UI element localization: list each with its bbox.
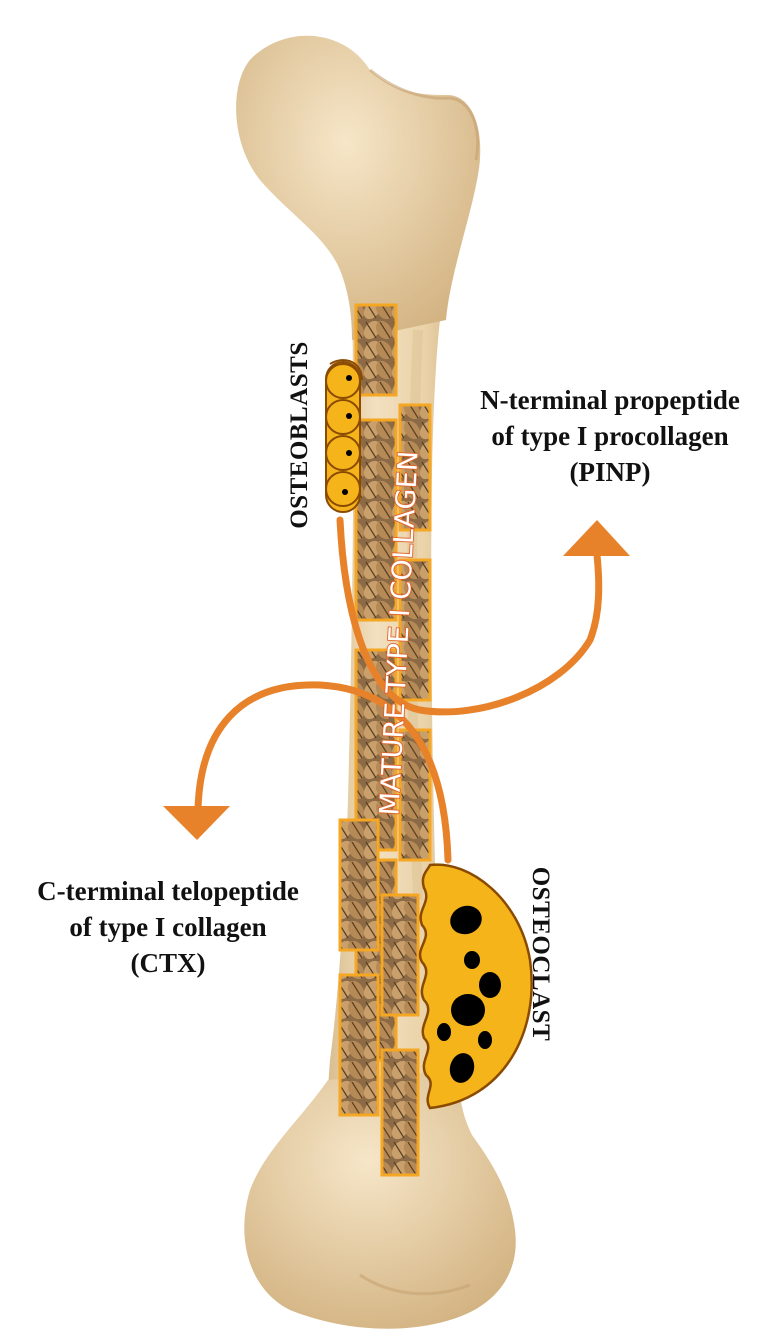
pinp-label-line-3: (PINP) [440, 454, 780, 490]
osteoclast-label: OSTEOCLAST [525, 849, 555, 1059]
osteoblast-cell-icon [326, 360, 362, 512]
ctx-label-line-1: C-terminal telopeptide [0, 873, 336, 909]
osteoblasts-label: OSTEOBLASTS [285, 315, 315, 555]
ctx-label-line-3: (CTX) [0, 945, 336, 981]
ctx-label-line-2: of type I collagen [0, 909, 336, 945]
ctx-label: C-terminal telopeptide of type I collage… [0, 873, 336, 981]
pinp-label-line-2: of type I procollagen [440, 418, 780, 454]
pinp-label-line-1: N-terminal propeptide [440, 382, 780, 418]
pinp-label: N-terminal propeptide of type I procolla… [440, 382, 780, 490]
osteoclast-cell-icon [420, 865, 532, 1108]
